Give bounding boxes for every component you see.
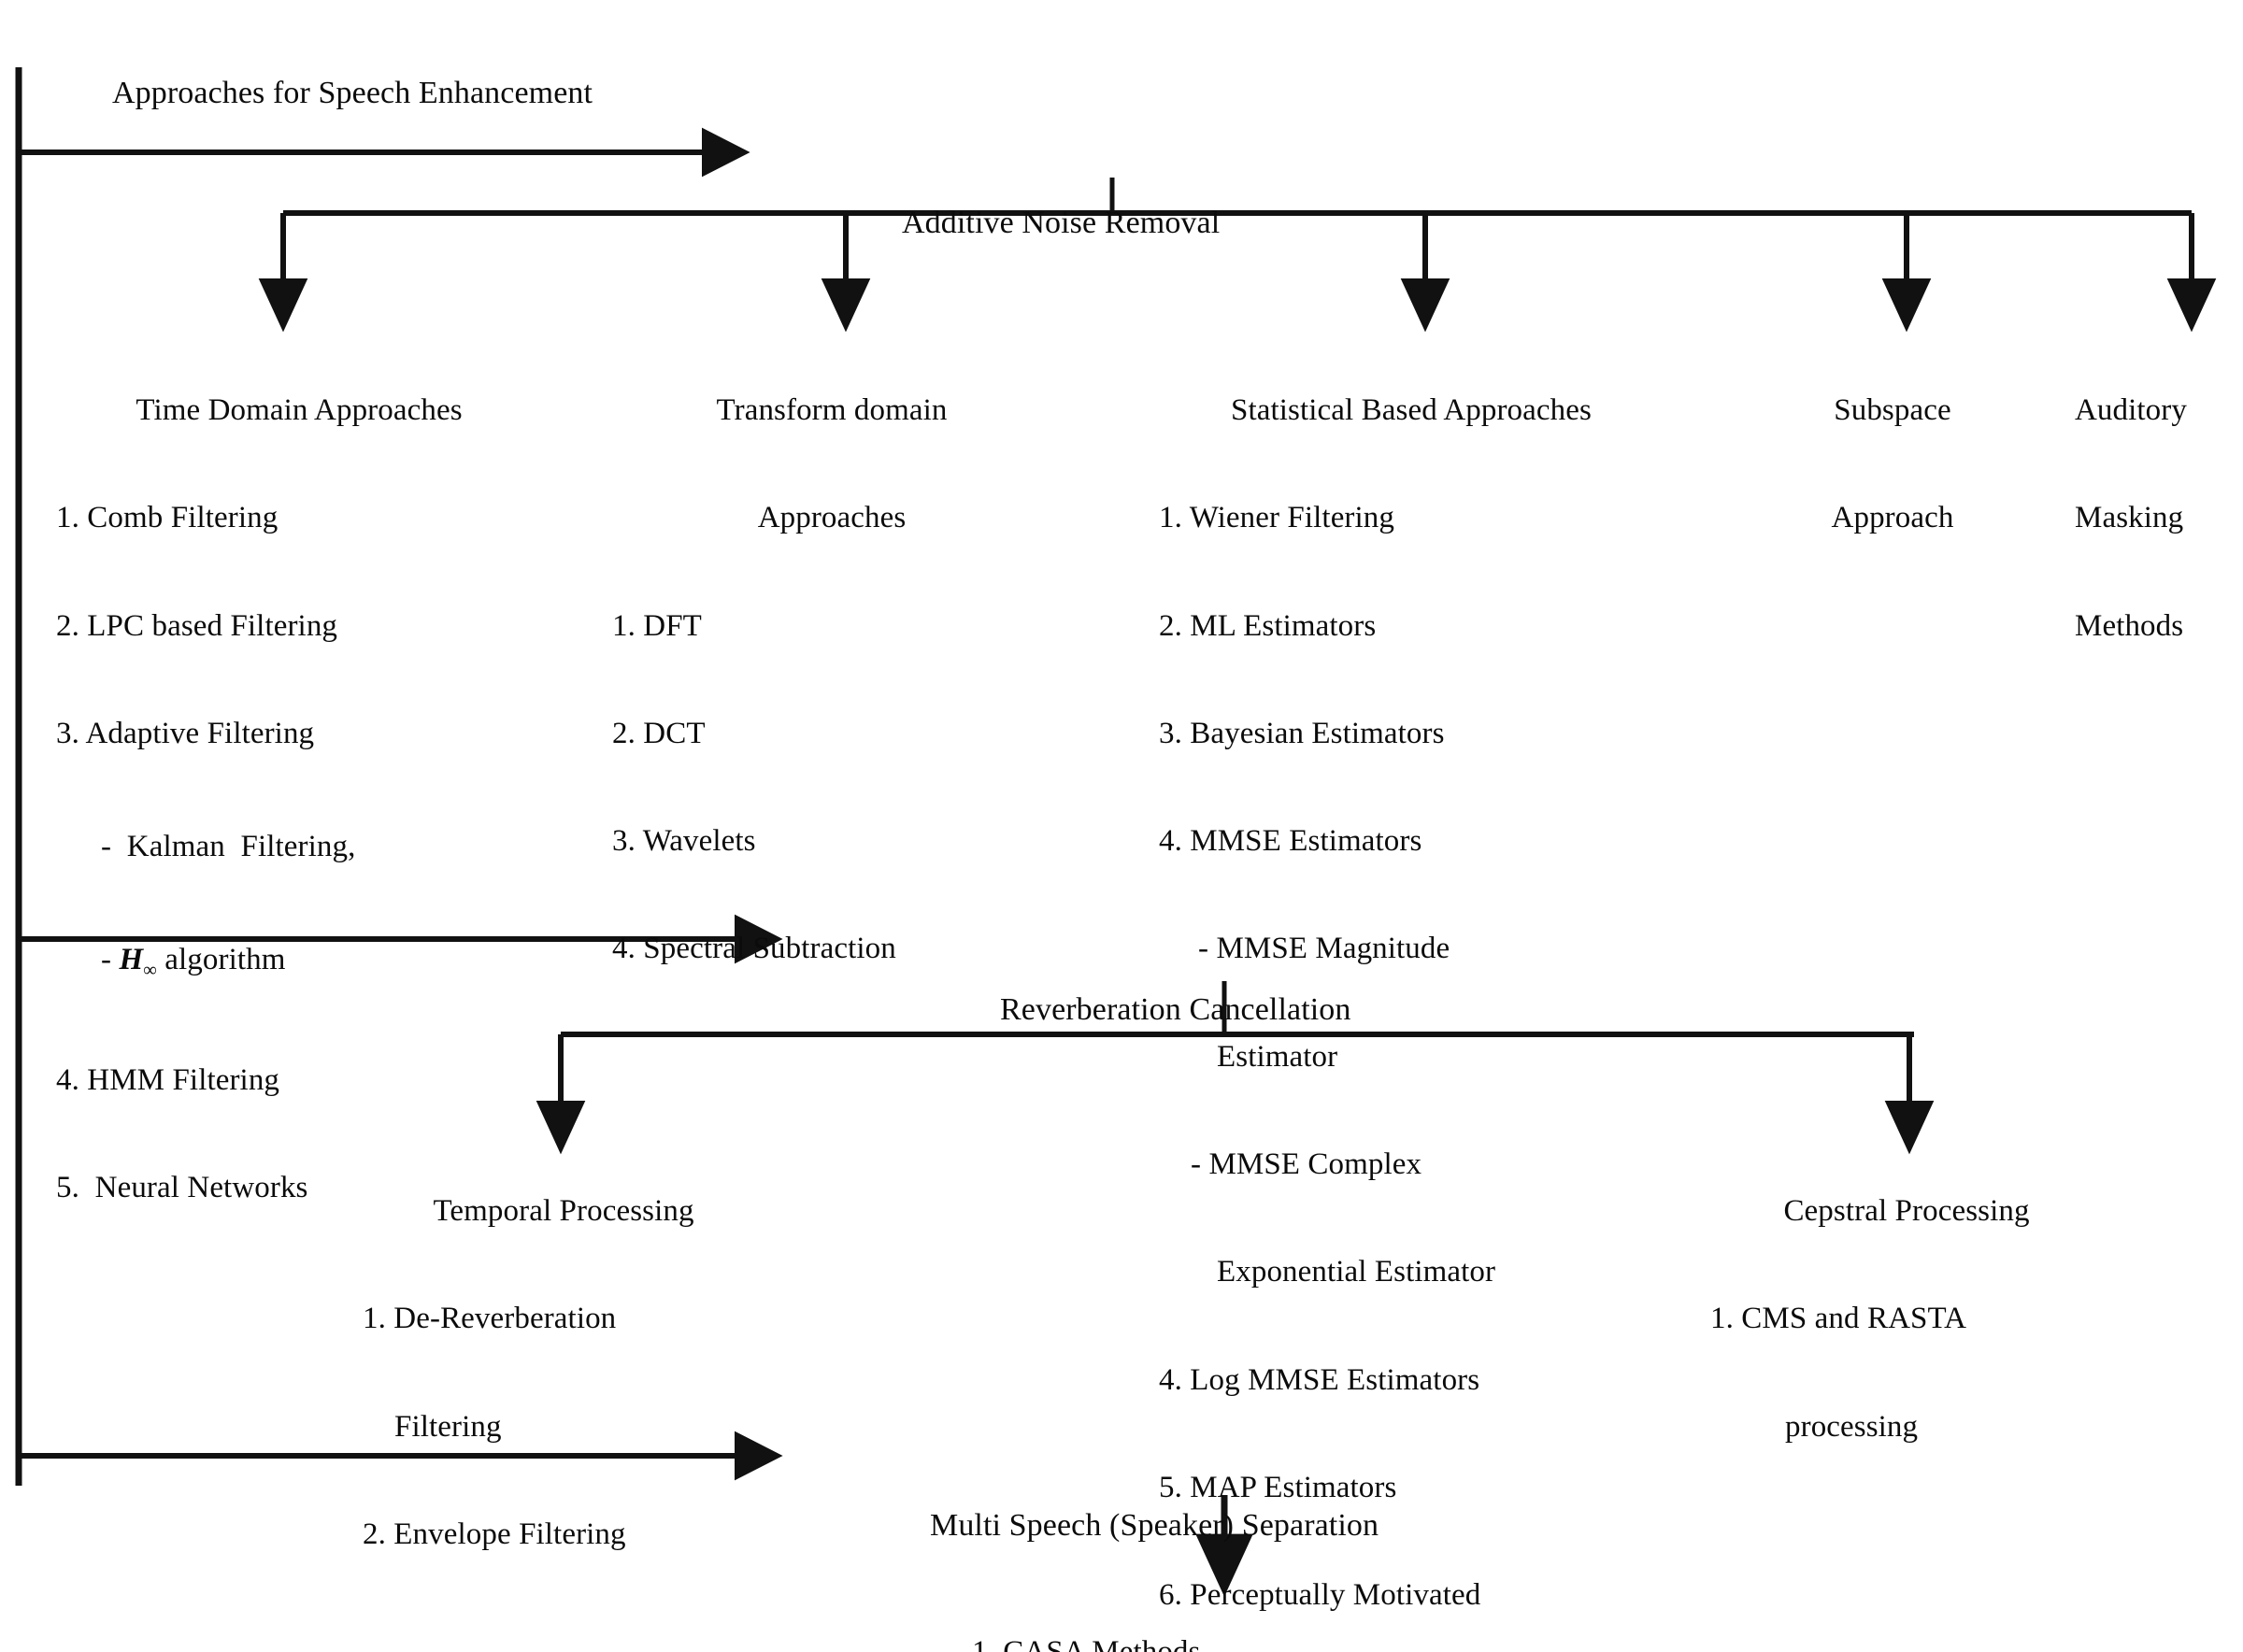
list-item: 2. DCT [612,716,706,750]
list-subitem-continuation: Exponential Estimator [1217,1255,1496,1289]
auditory-header-line3: Methods [2075,608,2184,643]
list-subitem-continuation: Estimator [1217,1039,1338,1074]
root-title: Approaches for Speech Enhancement [112,76,593,111]
list-item: 1. DFT [612,608,702,643]
subspace-header-line2: Approach [1831,501,1954,535]
list-item: 1. De-Reverberation [363,1302,617,1336]
transform-domain-header-line2: Approaches [757,501,907,535]
list-subitem: - MMSE Complex [1191,1147,1422,1182]
branch-title-additive-noise-removal: Additive Noise Removal [902,206,1221,241]
list-item-continuation: Filtering [394,1409,502,1444]
list-item: 3. Bayesian Estimators [1159,716,1445,750]
list-item: 1. CASA Methods [972,1634,1201,1652]
leaf-multi-speech-methods: 1. CASA Methods 2. Sinusoidal Modelling [972,1562,1421,1652]
algorithm-label: algorithm [164,943,286,977]
leaf-time-domain-approaches: Time Domain Approaches 1. Comb Filtering… [56,320,542,1277]
list-item: 3. Wavelets [612,824,756,859]
dash-glyph: - [101,943,112,977]
transform-domain-header-line1: Transform domain [716,392,948,427]
time-domain-header: Time Domain Approaches [136,392,463,427]
list-item: 2. ML Estimators [1159,608,1377,643]
list-item: 2. LPC based Filtering [56,608,338,643]
branch-title-multi-speech-separation: Multi Speech (Speaker) Separation [930,1508,1379,1544]
leaf-auditory-masking-methods: Auditory Masking Methods [2075,320,2243,716]
leaf-subspace-approach: Subspace Approach [1776,320,2009,608]
statistical-based-header: Statistical Based Approaches [1231,392,1592,427]
cepstral-processing-header: Cepstral Processing [1783,1193,2030,1228]
subspace-header-line1: Subspace [1834,392,1951,427]
leaf-statistical-based-approaches: Statistical Based Approaches 1. Wiener F… [1159,320,1664,1652]
leaf-cepstral-processing: Cepstral Processing 1. CMS and RASTA pro… [1710,1121,2103,1517]
list-item: 3. Adaptive Filtering [56,716,315,750]
list-item: 4. HMM Filtering [56,1062,280,1097]
auditory-header-line2: Masking [2075,501,2184,535]
list-item: 1. CMS and RASTA [1710,1302,1966,1336]
list-item: 4. Log MMSE Estimators [1159,1362,1480,1397]
list-subitem-h-infinity: - H∞ algorithm [56,942,542,982]
h-infinity-symbol: H∞ [119,943,157,982]
leaf-transform-domain-approaches: Transform domain Approaches 1. DFT 2. DC… [612,320,1051,1039]
list-item: 4. MMSE Estimators [1159,824,1422,859]
list-item: 1. Comb Filtering [56,501,279,535]
list-item: 4. Spectral Subtraction [612,932,896,966]
list-item: 1. Wiener Filtering [1159,501,1394,535]
leaf-temporal-processing: Temporal Processing 1. De-Reverberation … [363,1121,764,1624]
list-item-continuation: processing [1785,1409,1919,1444]
auditory-header-line1: Auditory [2075,392,2187,427]
list-subitem: - Kalman Filtering, [101,830,356,864]
list-item: 2. Envelope Filtering [363,1517,626,1551]
branch-title-reverberation-cancellation: Reverberation Cancellation [1000,992,1351,1028]
list-subitem: - MMSE Magnitude [1198,932,1450,966]
temporal-processing-header: Temporal Processing [433,1193,694,1228]
list-item: 5. Neural Networks [56,1171,308,1205]
list-item: 5. MAP Estimators [1159,1471,1397,1504]
list-item: 6. Perceptually Motivated [1159,1578,1481,1613]
